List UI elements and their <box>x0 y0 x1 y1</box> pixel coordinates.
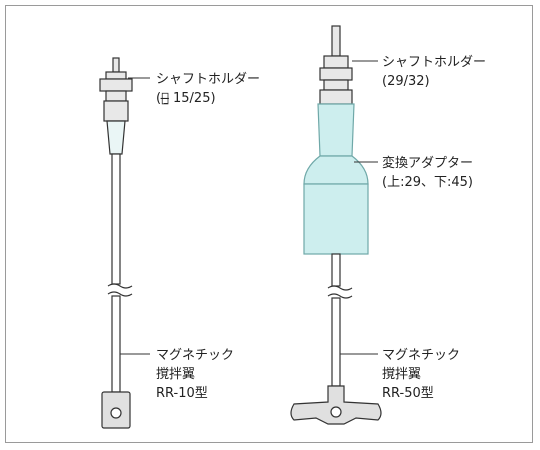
right-stirrer-line1: マグネチック <box>382 348 461 363</box>
right-adapter-lower <box>303 183 369 255</box>
left-shaft-holder-nut <box>99 78 133 92</box>
left-stirrer-line2: 撹拌翼 <box>156 367 196 382</box>
left-shaft-lower <box>111 295 121 393</box>
diagram-frame: シャフトホルダー (＄̶̱ 15/25) マグネチック 撹拌翼 RR-10型 シ… <box>5 5 533 443</box>
left-shaft-top <box>112 57 120 73</box>
left-stirrer-line1: マグネチック <box>156 348 235 363</box>
right-holder-spec: (29/32) <box>382 74 430 89</box>
leader-lines <box>120 60 378 355</box>
left-break-mark-1 <box>107 283 133 289</box>
right-assembly <box>290 25 382 425</box>
left-joint <box>106 120 126 155</box>
right-blade-hole <box>330 406 342 418</box>
right-holder-name: シャフトホルダー <box>382 55 487 70</box>
left-shaft-upper <box>111 153 121 285</box>
right-stirrer-model: RR-50型 <box>382 386 434 401</box>
left-holder-name: シャフトホルダー <box>156 72 261 87</box>
left-holder-spec: (＄̶̱ 15/25) <box>156 91 216 106</box>
left-shaft-holder-cap <box>105 71 127 80</box>
right-break-mark-2 <box>327 293 353 299</box>
right-stirrer-line2: 撹拌翼 <box>382 367 422 382</box>
right-shaft-top <box>331 25 341 57</box>
left-break-mark-2 <box>107 291 133 297</box>
right-break-mark-1 <box>327 285 353 291</box>
left-blade-hole <box>110 407 122 419</box>
right-shaft-upper <box>331 253 341 287</box>
right-adapter-shoulder <box>303 155 369 185</box>
left-assembly <box>99 57 133 429</box>
right-adapter-spec: (上:29、下:45) <box>382 175 473 190</box>
right-shaft-holder-neck <box>323 79 349 91</box>
left-shaft-holder-body <box>105 90 127 102</box>
right-shaft-lower <box>331 297 341 387</box>
stirrer-diagram <box>99 25 382 429</box>
right-shaft-holder-cap <box>323 55 349 69</box>
right-shaft-holder-body <box>319 89 353 105</box>
right-adapter-name: 変換アダプター <box>382 156 474 171</box>
right-adapter-upper <box>317 103 355 157</box>
left-stirrer-model: RR-10型 <box>156 386 208 401</box>
left-shaft-holder-grip <box>103 100 129 122</box>
right-shaft-holder-nut <box>319 67 353 81</box>
right-stirrer-blade <box>290 385 382 425</box>
